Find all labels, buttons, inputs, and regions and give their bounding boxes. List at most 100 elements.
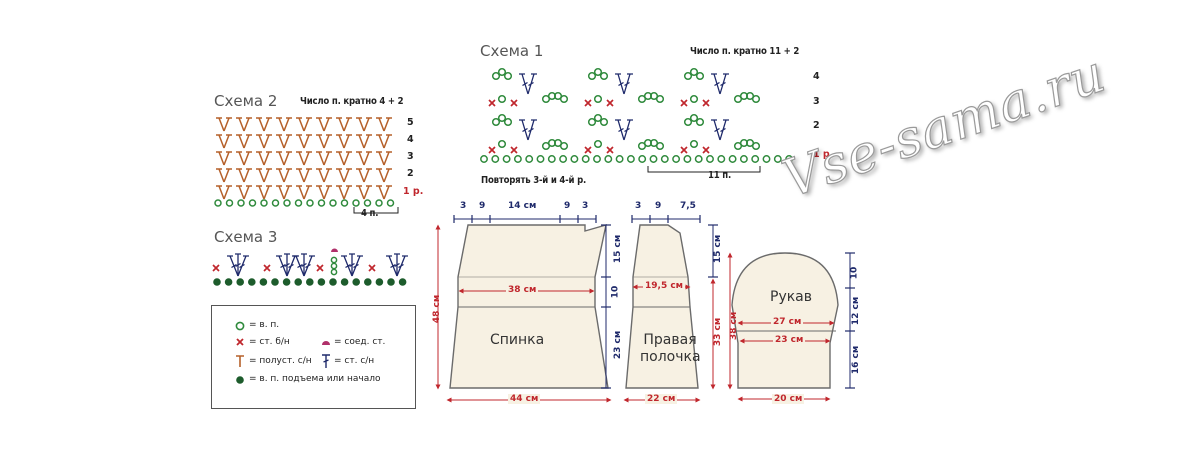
- front-label-line-1: Правая: [643, 332, 697, 348]
- chain-stitch: [547, 155, 556, 163]
- half-double-crochet: [323, 185, 332, 200]
- half-double-crochet: [276, 117, 285, 132]
- scheme1-multiple-note: Число п. кратно 11 + 2: [690, 46, 800, 57]
- sleeve-label: Рукав: [770, 289, 813, 305]
- half-double-crochet: [236, 168, 245, 183]
- chain-stitch: [248, 199, 257, 207]
- single-crochet: [606, 146, 614, 154]
- chain-stitch: [694, 155, 703, 163]
- double-crochet: [284, 253, 290, 276]
- chain-stitch: [655, 94, 665, 104]
- turning-chain-stitch: [259, 278, 268, 286]
- single-crochet: [368, 264, 376, 272]
- chain-stitch: [683, 71, 693, 81]
- double-crochet: [527, 119, 537, 141]
- double-crochet: [519, 119, 529, 141]
- chain-stitch: [536, 155, 545, 163]
- scheme2-title: Схема 2: [214, 92, 278, 110]
- double-crochet: [351, 255, 363, 277]
- chain-stitch: [739, 155, 748, 163]
- chain-stitch: [317, 199, 326, 207]
- turning-chain-stitch: [352, 278, 360, 286]
- turning-chain-stitch: [398, 278, 407, 286]
- half-double-crochet: [303, 117, 312, 132]
- half-double-crochet: [323, 117, 332, 132]
- half-double-crochet: [256, 185, 265, 200]
- half-double-crochet: [356, 117, 365, 132]
- turning-chain-stitch: [294, 278, 302, 286]
- chain-stitch: [689, 139, 699, 149]
- front-armhole-height: 15 см: [713, 234, 724, 264]
- chain-stitch: [581, 155, 590, 163]
- chain-stitch: [672, 155, 681, 163]
- chain-stitch: [330, 268, 338, 276]
- single-crochet: [584, 146, 592, 154]
- chain-stitch: [593, 139, 603, 149]
- scheme2-row-4: 4: [407, 134, 414, 145]
- chain-stitch: [237, 199, 245, 207]
- half-double-crochet: [343, 151, 352, 166]
- half-double-crochet: [316, 151, 325, 166]
- half-double-crochet: [383, 168, 392, 183]
- legend-turning: = в. п. подъема или начало: [249, 374, 381, 384]
- chain-stitch: [497, 113, 507, 123]
- half-double-crochet: [303, 168, 312, 183]
- turning-chain-stitch: [340, 278, 349, 286]
- half-double-crochet: [363, 134, 372, 149]
- chain-stitch: [491, 71, 501, 81]
- double-crochet: [623, 73, 633, 95]
- scheme3-title: Схема 3: [214, 228, 278, 246]
- double-crochet: [396, 255, 408, 277]
- half-double-crochet: [363, 117, 372, 132]
- double-crochet: [227, 255, 239, 277]
- half-double-crochet: [363, 151, 372, 166]
- half-double-crochet: [316, 168, 325, 183]
- half-double-crochet: [223, 151, 232, 166]
- turning-chain-stitch: [282, 278, 291, 286]
- scheme2-row-5: 5: [407, 117, 414, 128]
- scheme2-chart: [214, 117, 399, 214]
- chain-stitch: [363, 199, 372, 207]
- half-double-crochet: [256, 117, 265, 132]
- chain-stitch: [480, 155, 488, 163]
- chain-stitch: [689, 67, 699, 77]
- chain-stitch: [638, 155, 647, 163]
- half-double-crochet: [336, 151, 345, 166]
- half-double-crochet: [316, 185, 325, 200]
- turning-chain-stitch: [364, 278, 372, 286]
- chain-stitch: [386, 199, 395, 207]
- half-double-crochet: [263, 117, 272, 132]
- single-crochet: [680, 146, 688, 154]
- single-crochet: [702, 146, 710, 154]
- single-crochet-icon: [236, 338, 244, 346]
- scheme3-stitches: [212, 248, 408, 286]
- scheme2-repeat-span: 4 п.: [361, 208, 379, 219]
- back-label: Спинка: [490, 332, 545, 348]
- scheme1-repeat-note: Повторять 3-й и 4-й р.: [481, 175, 587, 186]
- half-double-crochet: [343, 117, 352, 132]
- turning-chain-icon: [236, 376, 244, 384]
- half-double-crochet: [296, 151, 305, 166]
- sleeve-total-height: 38 см: [729, 311, 740, 341]
- back-middle-height: 10: [610, 285, 621, 299]
- legend-chain: = в. п.: [249, 320, 280, 330]
- front-label: Правая полочка: [640, 332, 701, 366]
- half-double-crochet: [303, 151, 312, 166]
- turning-chain-stitch: [387, 278, 395, 286]
- sleeve-middle-height: 12 см: [851, 296, 862, 326]
- chain-stitch: [762, 155, 771, 163]
- scheme1-row-2: 2: [813, 120, 820, 131]
- chain-stitch: [214, 199, 222, 207]
- front-top-dim-1: 3: [635, 201, 642, 211]
- half-double-crochet: [356, 134, 365, 149]
- half-double-crochet: [343, 168, 352, 183]
- chain-stitch: [689, 113, 699, 123]
- half-double-crochet: [236, 185, 245, 200]
- half-double-crochet: [323, 134, 332, 149]
- double-crochet: [615, 119, 625, 141]
- half-double-crochet: [256, 168, 265, 183]
- double-crochet: [394, 253, 400, 276]
- half-double-crochet: [376, 151, 385, 166]
- legend-slip: = соед. ст.: [334, 337, 386, 347]
- chain-stitch: [559, 141, 569, 151]
